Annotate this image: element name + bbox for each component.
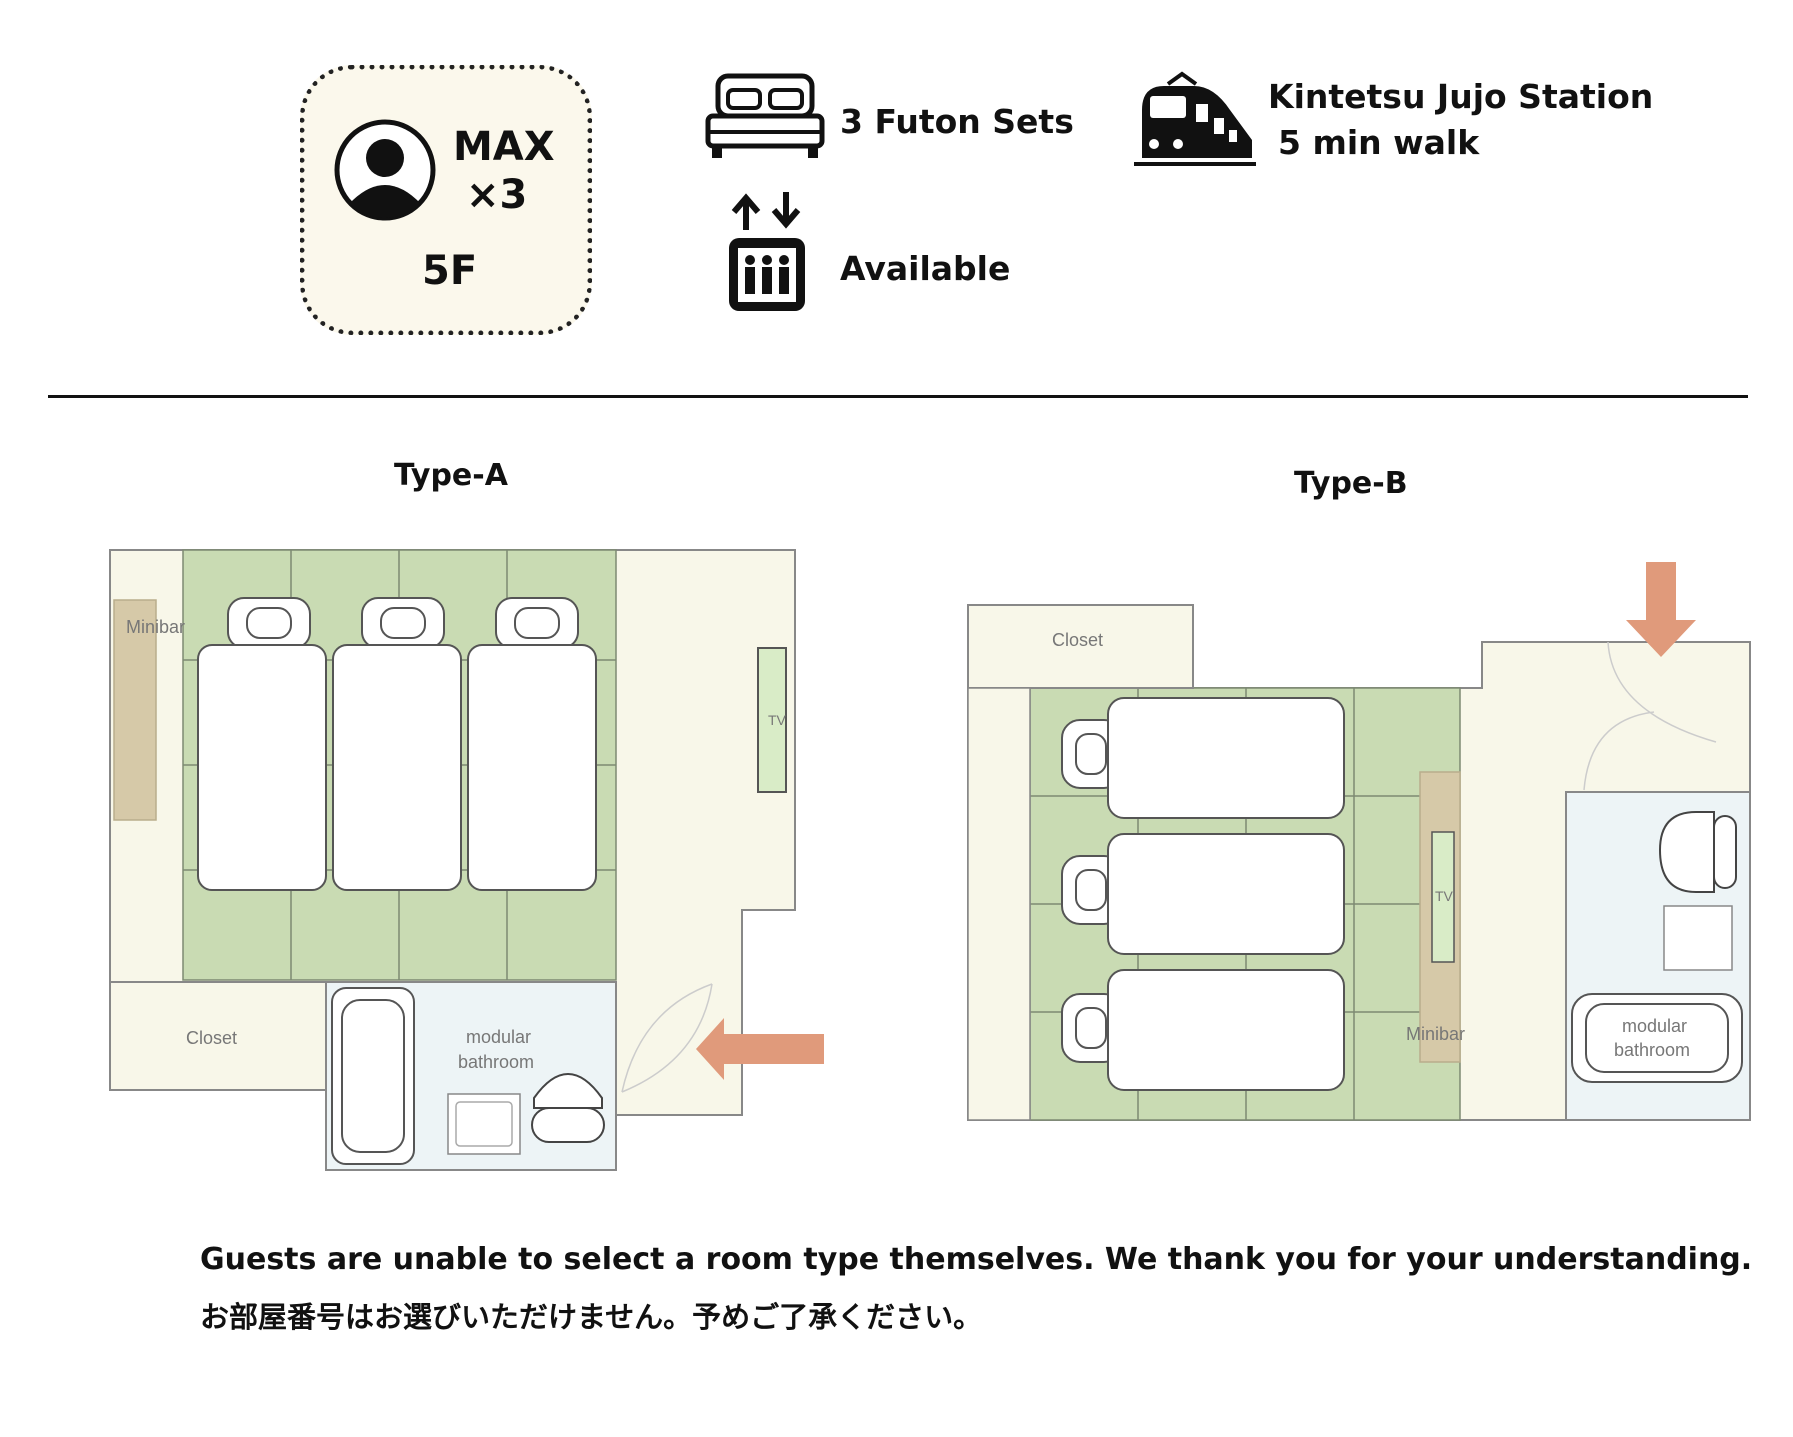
divider xyxy=(48,395,1748,398)
minibar-label: Minibar xyxy=(126,617,186,637)
bathroom-label-line2: bathroom xyxy=(1614,1040,1691,1060)
bathroom-label-line1: modular xyxy=(1622,1016,1688,1036)
station-walk: 5 min walk xyxy=(1278,123,1480,162)
person-icon xyxy=(334,119,436,221)
note-japanese: お部屋番号はお選びいただけません。予めご了承ください。 xyxy=(200,1300,983,1334)
type-b-floorplan xyxy=(967,562,1751,1121)
capacity-count: ×3 xyxy=(466,172,528,218)
note-english: Guests are unable to select a room type … xyxy=(200,1242,1753,1277)
minibar-label: Minibar xyxy=(1406,1024,1466,1044)
closet-label: Closet xyxy=(1052,630,1104,650)
closet-label: Closet xyxy=(186,1028,238,1048)
floor-label: 5F xyxy=(422,248,478,294)
type-a-title: Type-A xyxy=(394,458,508,493)
entrance-arrow xyxy=(696,1018,824,1080)
tv-label: TV xyxy=(1435,888,1453,904)
elevator-icon xyxy=(729,192,805,311)
futon-label: 3 Futon Sets xyxy=(840,102,1074,141)
train-icon xyxy=(1134,71,1256,166)
entrance-arrow xyxy=(1626,562,1696,657)
bathroom-label-line2: bathroom xyxy=(458,1052,535,1072)
bathroom-label-line1: modular xyxy=(466,1027,532,1047)
tv-icon xyxy=(757,647,787,793)
tv-label: TV xyxy=(768,712,786,728)
tv-icon xyxy=(1431,831,1455,963)
type-a-floorplan xyxy=(109,549,824,1171)
capacity-max-label: MAX xyxy=(453,124,555,170)
station-name: Kintetsu Jujo Station xyxy=(1268,77,1654,116)
type-b-title: Type-B xyxy=(1294,466,1408,501)
bed-icon xyxy=(705,73,825,158)
minibar-icon xyxy=(113,599,157,821)
elevator-label: Available xyxy=(840,249,1011,288)
